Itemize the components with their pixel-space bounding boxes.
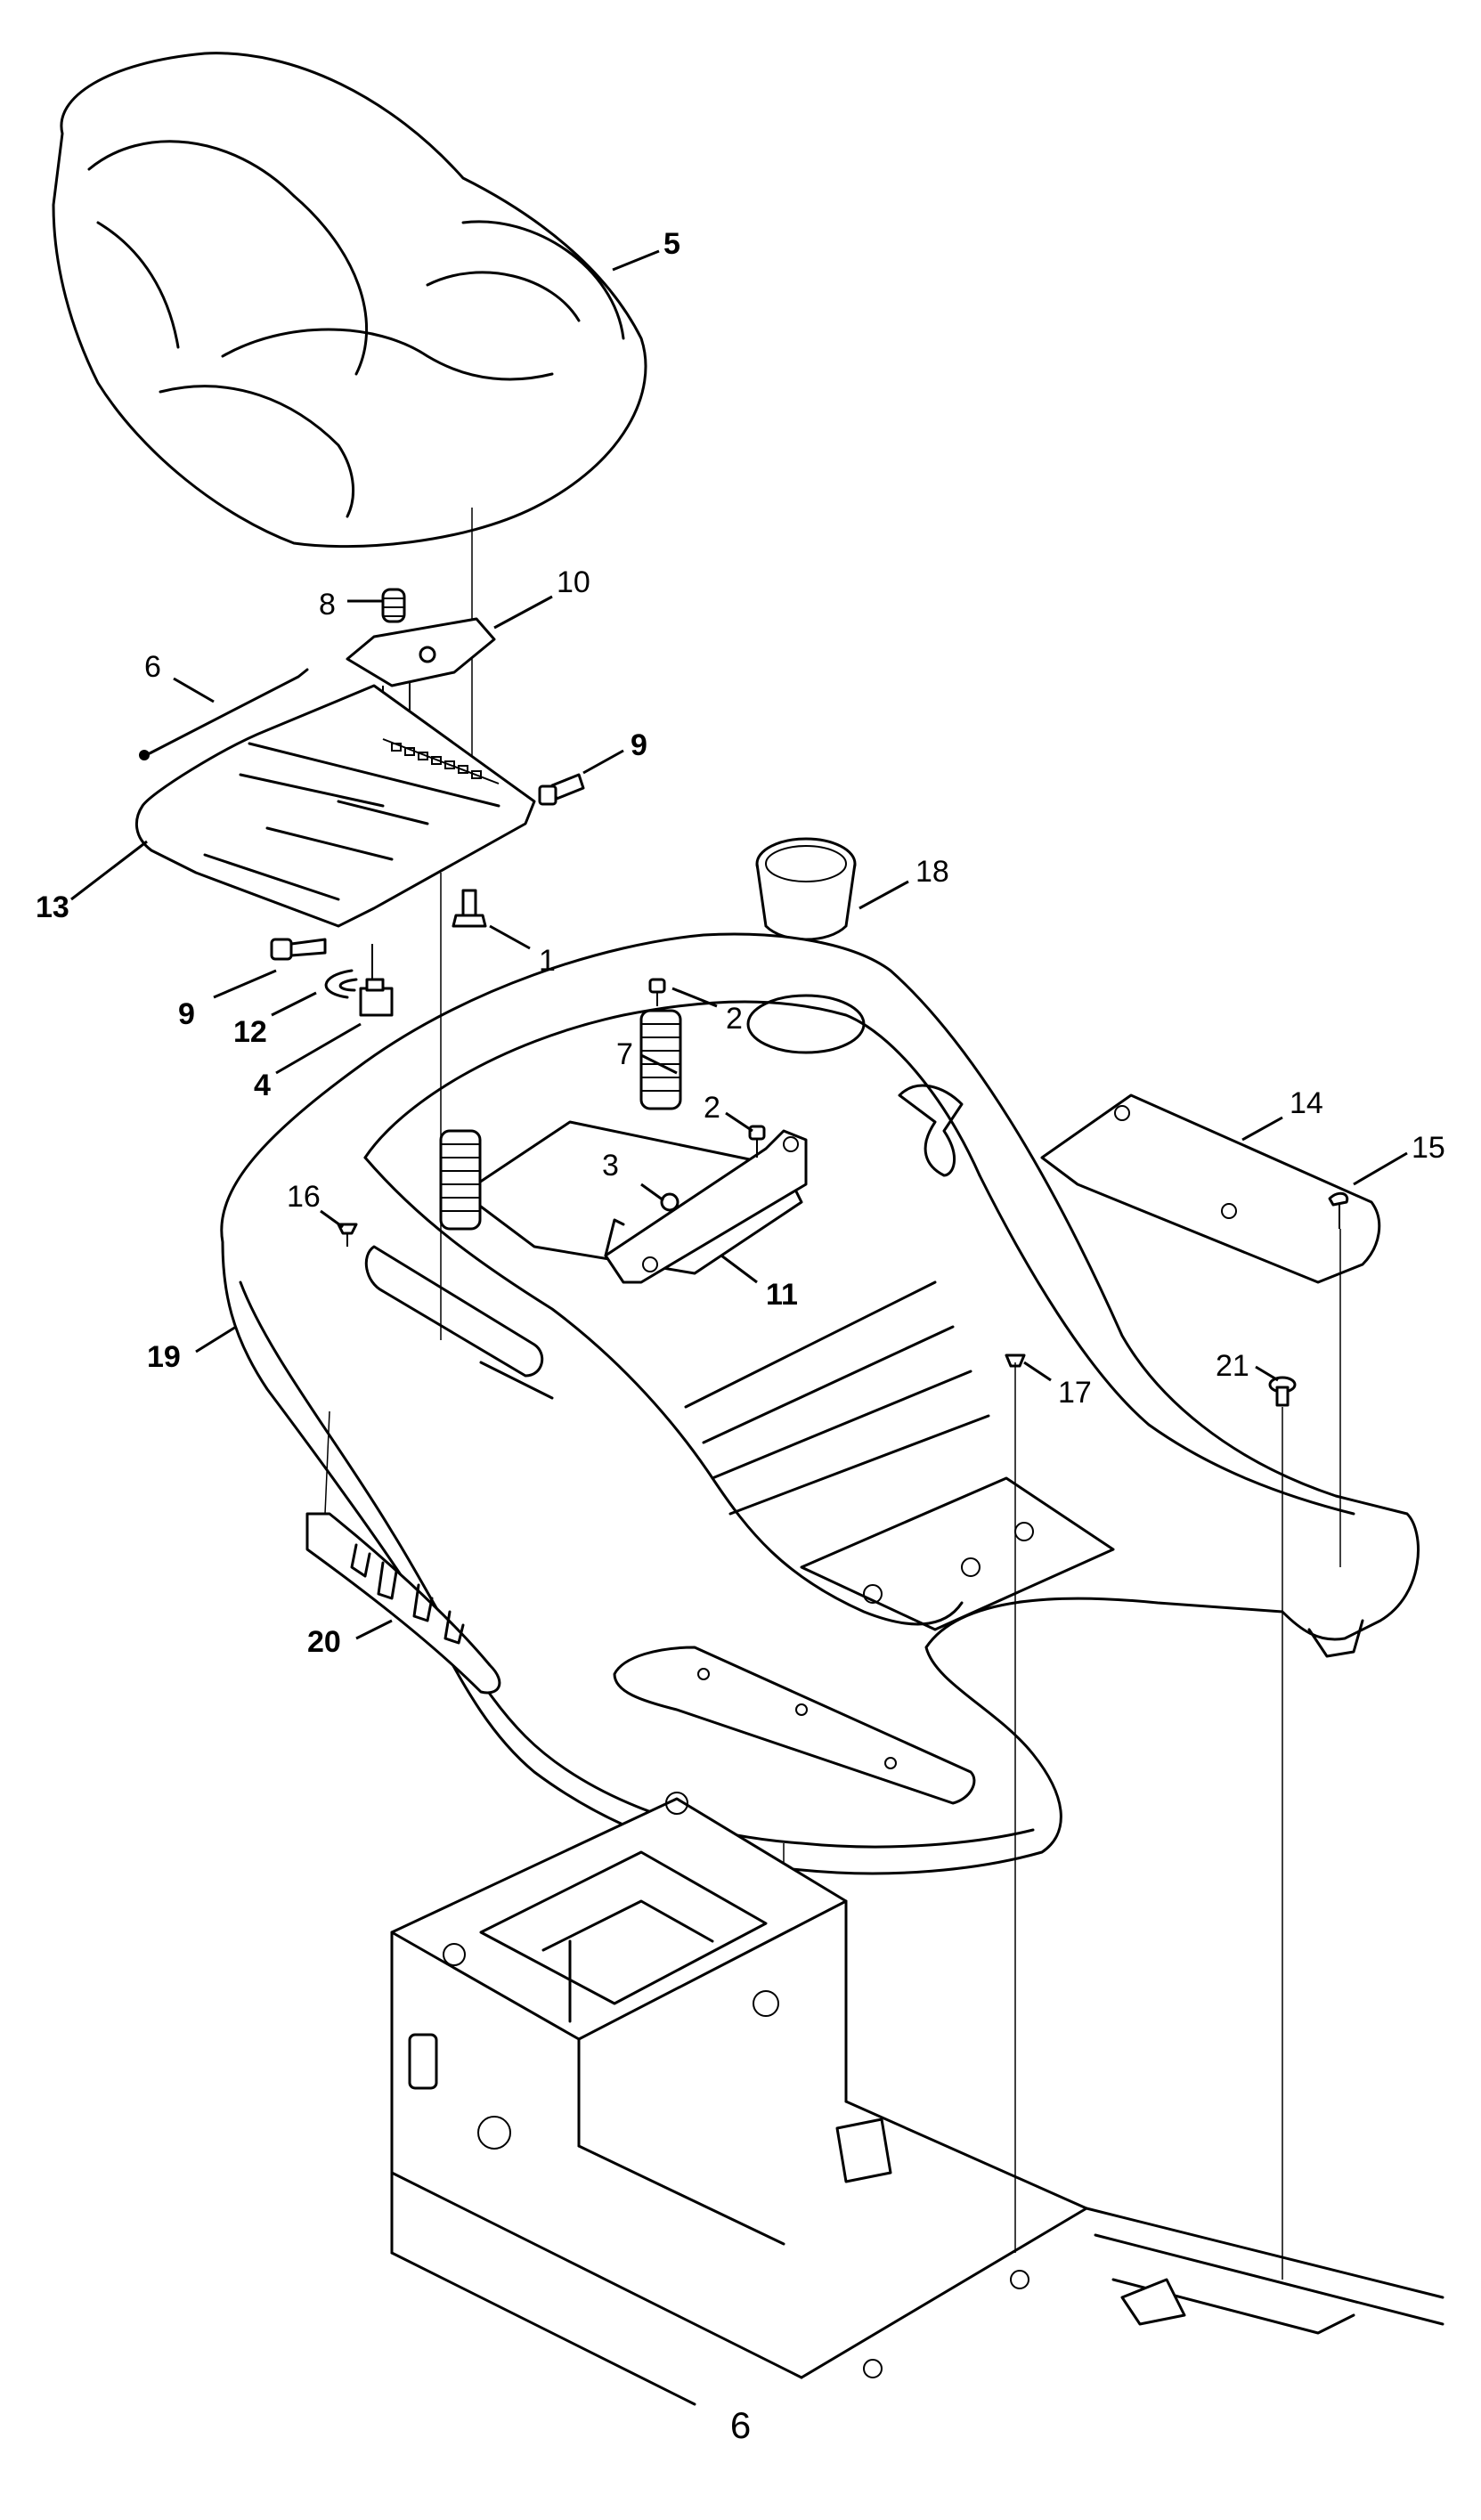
callout-1: 1 [539, 944, 556, 978]
screw-2-lower-part [748, 1125, 766, 1158]
bolt-1-part [452, 889, 487, 928]
callout-18: 18 [915, 855, 949, 889]
bolt-9-upper-part [538, 773, 585, 806]
callout-16: 16 [287, 1180, 321, 1214]
callout-6: 6 [144, 650, 161, 684]
leaders [70, 249, 1408, 1640]
callout-12: 12 [233, 1015, 267, 1049]
callout-15: 15 [1412, 1131, 1445, 1165]
callout-9-upper: 9 [631, 728, 647, 762]
callout-5: 5 [663, 227, 680, 261]
callout-7: 7 [616, 1037, 633, 1071]
callout-20: 20 [307, 1625, 341, 1659]
switch-4-part [359, 944, 394, 1017]
callout-19: 19 [147, 1340, 181, 1374]
spring-7b-part [439, 1129, 482, 1231]
spring-7-part [639, 1009, 682, 1110]
callout-9-lower: 9 [178, 997, 195, 1031]
slot-row [391, 743, 482, 779]
callout-3: 3 [602, 1149, 619, 1183]
callout-13: 13 [36, 890, 69, 924]
callout-21: 21 [1216, 1349, 1249, 1383]
bolt-9-lower-part [270, 938, 327, 961]
fender-19-part [220, 932, 1420, 1875]
nut-3-part [660, 1192, 679, 1212]
seat-pan-13-part [134, 684, 536, 928]
callout-2-lower: 2 [704, 1091, 720, 1125]
screw-2-upper-part [648, 978, 666, 1006]
bracket-10-part [346, 617, 496, 721]
chassis-frame [390, 1792, 1444, 2406]
pad-14-part [1040, 1093, 1381, 1284]
callout-8: 8 [319, 588, 336, 622]
callout-2-upper: 2 [726, 1002, 743, 1036]
rod-6-part [139, 668, 309, 760]
callout-labels: 5 10 8 6 9 13 1 9 12 4 18 2 7 2 3 16 11 … [36, 227, 1445, 1659]
callout-14: 14 [1290, 1086, 1323, 1120]
clip-12-part [324, 969, 358, 999]
screw-17-part [1005, 1353, 1026, 1368]
page-number: 6 [729, 2404, 752, 2446]
callout-11: 11 [766, 1278, 798, 1312]
bracket-11-part [604, 1129, 808, 1284]
callout-17: 17 [1058, 1376, 1092, 1410]
plate-20-part [305, 1410, 501, 1695]
callout-10: 10 [557, 565, 590, 599]
cup-18-part [755, 837, 857, 980]
spring-8-part [381, 588, 406, 623]
callout-4: 4 [254, 1069, 271, 1102]
screw-21-part [1268, 1376, 1297, 1407]
seat-part [52, 52, 647, 549]
screw-15-part [1328, 1191, 1349, 1229]
